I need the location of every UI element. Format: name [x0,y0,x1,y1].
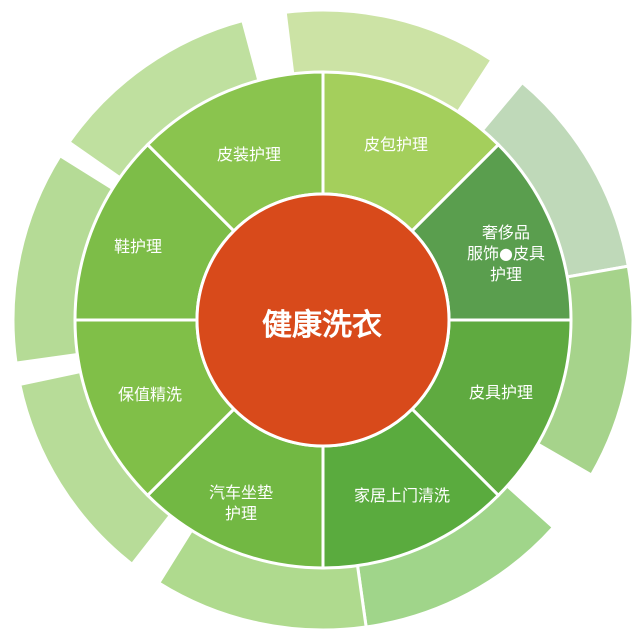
center-circle [195,192,451,448]
